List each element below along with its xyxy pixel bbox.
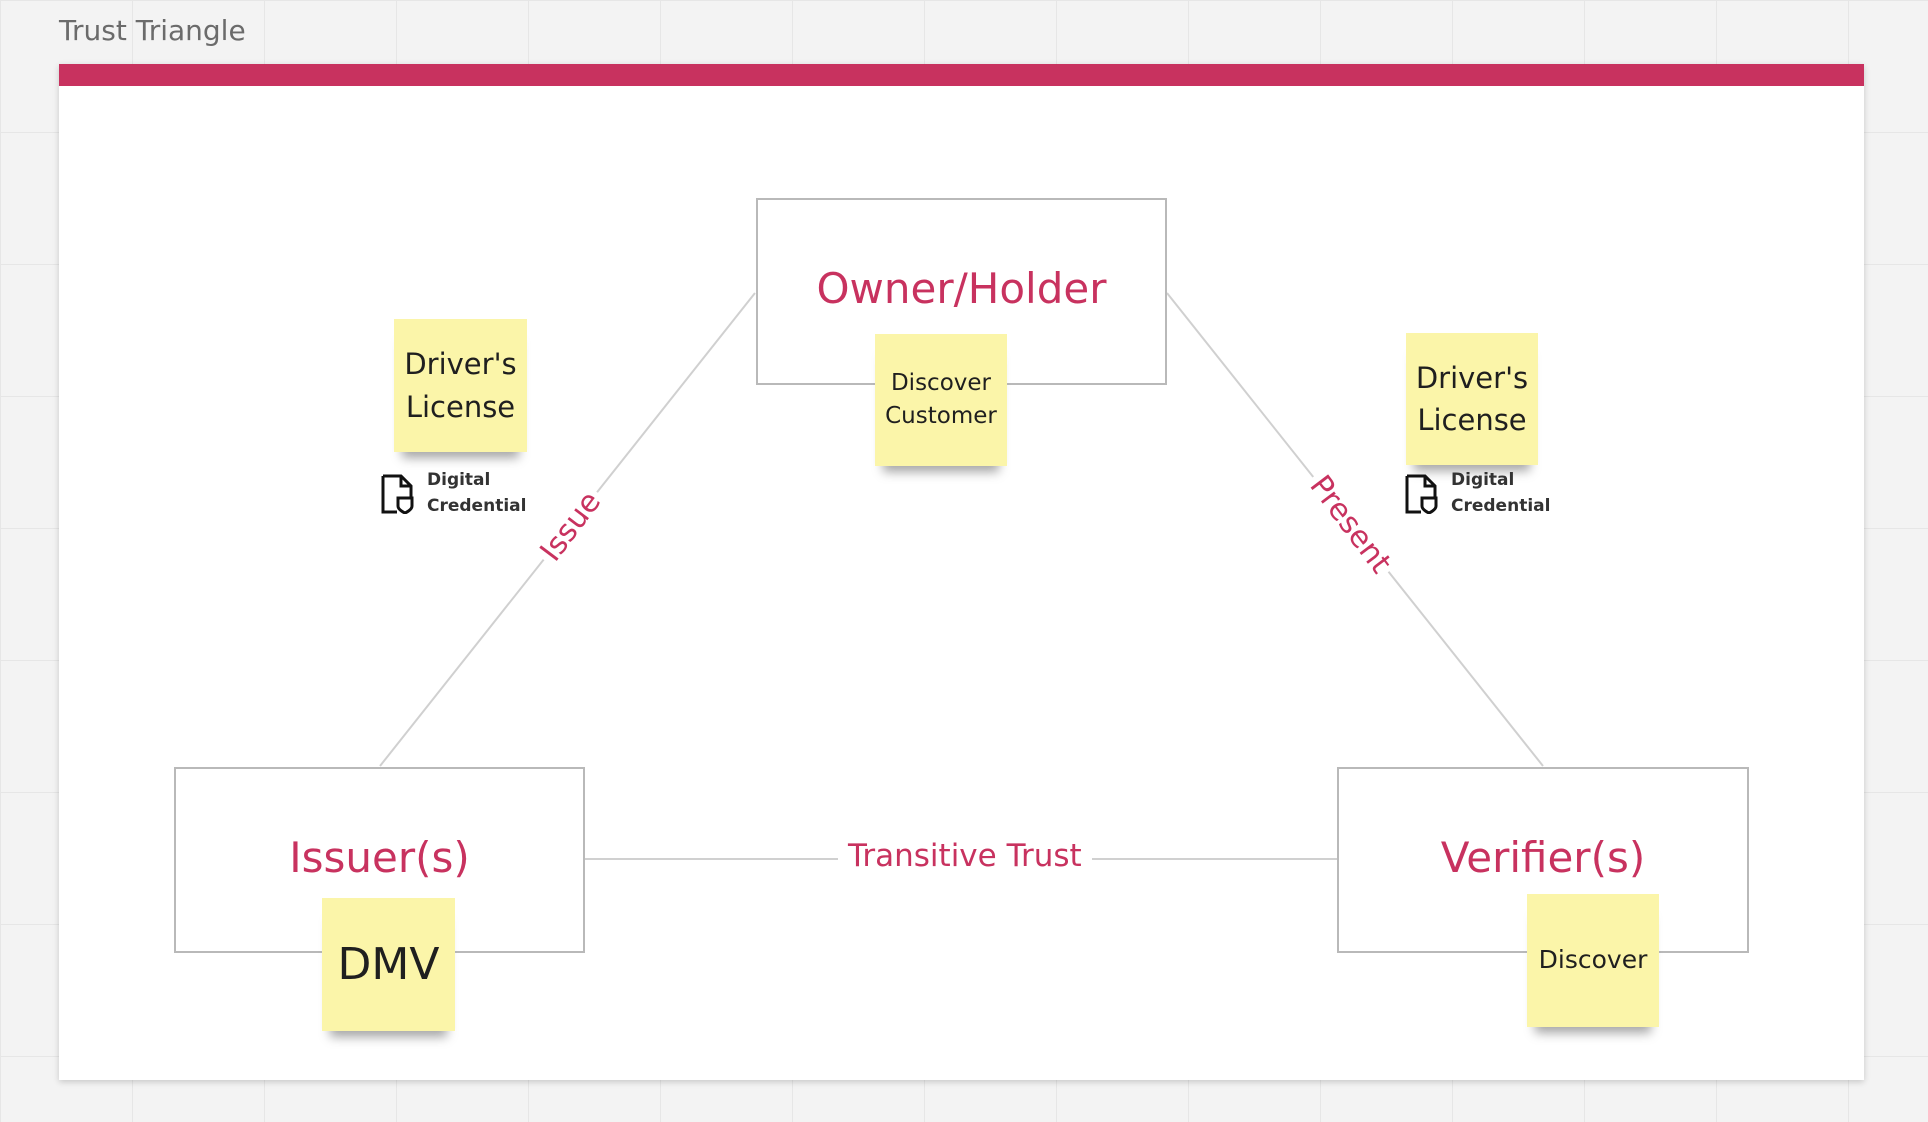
verifier-sticky-text: Discover bbox=[1538, 945, 1648, 975]
frame-header-bar bbox=[59, 64, 1864, 86]
right-credential-sticky-note[interactable]: Driver's License bbox=[1406, 333, 1538, 465]
left-digital-credential-label: Digital Credential bbox=[427, 470, 527, 516]
right-digital-credential-label: Digital Credential bbox=[1451, 470, 1551, 516]
owner-sticky-text: Discover Customer bbox=[885, 369, 997, 429]
owner-holder-label: Owner/Holder bbox=[816, 264, 1107, 313]
owner-sticky-note[interactable]: Discover Customer bbox=[875, 334, 1007, 466]
left-digital-credential[interactable]: Digital Credential bbox=[379, 468, 526, 519]
verifier-label: Verifier(s) bbox=[1440, 833, 1646, 882]
transitive-trust-edge-label[interactable]: Transitive Trust bbox=[838, 838, 1092, 874]
right-digital-credential[interactable]: Digital Credential bbox=[1403, 468, 1550, 519]
left-credential-sticky-text: Driver's License bbox=[404, 347, 517, 424]
right-credential-sticky-text: Driver's License bbox=[1415, 360, 1529, 437]
left-credential-sticky-note[interactable]: Driver's License bbox=[394, 319, 527, 452]
digital-credential-icon bbox=[381, 474, 414, 514]
frame-title[interactable]: Trust Triangle bbox=[59, 14, 246, 47]
issuer-sticky-text: DMV bbox=[337, 938, 440, 990]
verifier-sticky-note[interactable]: Discover bbox=[1527, 894, 1659, 1027]
owner-holder-box[interactable]: Owner/Holder bbox=[756, 198, 1167, 385]
digital-credential-icon bbox=[1405, 474, 1438, 514]
issuer-sticky-note[interactable]: DMV bbox=[322, 898, 455, 1031]
issuer-label: Issuer(s) bbox=[289, 833, 470, 882]
